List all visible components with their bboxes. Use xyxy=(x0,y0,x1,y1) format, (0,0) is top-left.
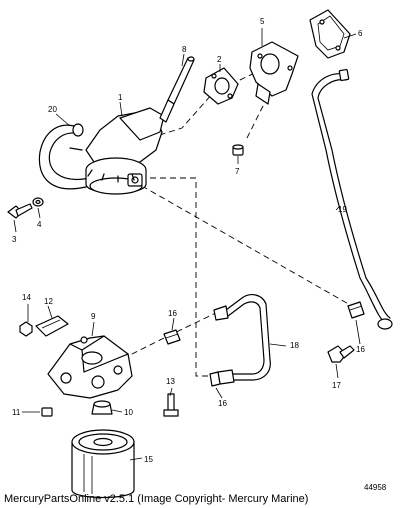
callout-19: 19 xyxy=(338,205,347,214)
part-3-screw[interactable] xyxy=(7,203,33,219)
callout-15: 15 xyxy=(144,455,153,464)
callout-7: 7 xyxy=(235,167,240,176)
callout-16-b: 16 xyxy=(218,399,227,408)
part-14-nut[interactable] xyxy=(19,321,33,337)
callout-12: 12 xyxy=(44,297,53,306)
part-4-washer[interactable] xyxy=(32,197,44,207)
part-7-fitting[interactable] xyxy=(232,144,244,156)
callout-17: 17 xyxy=(332,381,341,390)
part-18-fuel-line[interactable] xyxy=(213,294,271,385)
callout-14: 14 xyxy=(22,293,31,302)
figure-number: 44958 xyxy=(364,483,387,492)
callout-9: 9 xyxy=(91,312,96,321)
callout-20: 20 xyxy=(48,105,57,114)
part-9-filter-base[interactable] xyxy=(47,335,133,399)
callout-5: 5 xyxy=(260,17,265,26)
part-11-plug[interactable] xyxy=(41,407,53,417)
callout-3: 3 xyxy=(12,235,17,244)
callout-6: 6 xyxy=(358,29,363,38)
part-15-fuel-filter[interactable] xyxy=(71,429,135,499)
callout-16-c: 16 xyxy=(356,345,365,354)
callout-11: 11 xyxy=(12,408,21,417)
callout-labels: 1 2 3 4 5 6 7 8 9 10 11 12 13 14 15 16 1… xyxy=(12,17,365,464)
part-19-fuel-line[interactable] xyxy=(311,68,393,330)
part-13-bolt[interactable] xyxy=(163,393,179,417)
part-12-plate[interactable] xyxy=(35,315,69,337)
part-16-fitting-b[interactable] xyxy=(209,371,221,387)
callout-8: 8 xyxy=(182,45,187,54)
callout-13: 13 xyxy=(166,377,175,386)
callout-1: 1 xyxy=(118,93,123,102)
part-5-adapter-plate[interactable] xyxy=(249,41,299,105)
part-16-fitting-a[interactable] xyxy=(163,329,181,345)
part-1-fuel-pump[interactable] xyxy=(69,107,165,195)
part-2-gasket[interactable] xyxy=(203,67,239,105)
leader-lines xyxy=(13,28,361,461)
alignment-lines xyxy=(95,59,353,377)
part-16-fitting-c[interactable] xyxy=(347,301,365,319)
callout-10: 10 xyxy=(124,408,133,417)
part-8-push-rod[interactable] xyxy=(159,56,195,123)
part-20-hose[interactable] xyxy=(38,123,91,190)
callout-4: 4 xyxy=(37,220,42,229)
callout-2: 2 xyxy=(217,55,222,64)
part-17-elbow[interactable] xyxy=(327,345,355,363)
image-caption: MercuryPartsOnline v2.5.1 (Image Copyrig… xyxy=(4,493,309,505)
callout-16-a: 16 xyxy=(168,309,177,318)
part-10-fitting[interactable] xyxy=(91,400,113,415)
part-6-gasket[interactable] xyxy=(309,9,351,59)
callout-18: 18 xyxy=(290,341,299,350)
